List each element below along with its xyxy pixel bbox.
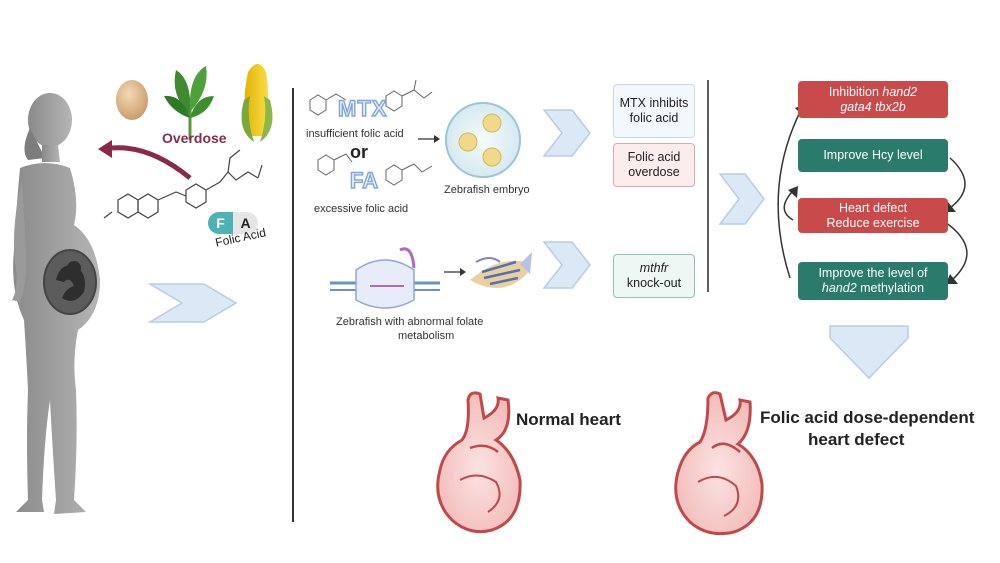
mthfr-knockout-box: mthfr knock-out	[613, 254, 695, 298]
defect-heart-icon	[674, 391, 764, 536]
mtx-inhibits-box: MTX inhibits folic acid	[613, 84, 695, 138]
fa-badge-f: F	[208, 212, 233, 234]
corn-icon	[241, 64, 273, 142]
fa-badge-a: A	[240, 215, 251, 231]
egg-icon	[116, 80, 148, 120]
inhibition-line1: Inhibition hand2	[828, 84, 918, 99]
hcy-label: Improve Hcy level	[823, 148, 923, 162]
or-label: or	[350, 142, 368, 162]
gene-knockout-icon	[330, 247, 440, 309]
feedback-arrow-icon	[777, 111, 968, 281]
abnormal-metabolism-line2: metabolism	[398, 330, 455, 342]
inhibition-box: Inhibition hand2 gata4 tbx2b	[798, 81, 948, 118]
gata4-tbx2b-label: gata4 tbx2b	[840, 99, 906, 114]
fa-structure-icon	[317, 153, 433, 186]
fa-overdose-box: Folic acid overdose	[613, 143, 695, 187]
chevron-arrow-icon	[147, 109, 909, 380]
folic-acid-structure-icon	[103, 149, 263, 219]
hcy-box: Improve Hcy level	[798, 139, 948, 172]
overdose-arrow-icon	[111, 145, 192, 180]
heart-defect-label: Heart defect	[838, 200, 908, 215]
mthfr-label: mthfr	[639, 261, 669, 275]
mtx-structure-icon	[309, 79, 433, 116]
fa-label: FA	[349, 167, 379, 193]
methylation-line2: hand2 methylation	[821, 281, 925, 295]
mtx-label: MTX	[337, 95, 388, 121]
defect-heart-line2: heart defect	[808, 430, 905, 449]
normal-heart-icon	[436, 391, 522, 534]
insufficient-folic-acid-label: insufficient folic acid	[306, 128, 404, 140]
spinach-icon	[164, 66, 214, 140]
fa-overdose-label: Folic acid overdose	[627, 150, 681, 179]
excessive-folic-acid-label: excessive folic acid	[314, 203, 409, 215]
reduce-exercise-label: Reduce exercise	[826, 215, 920, 230]
methylation-line1: Improve the level of	[818, 266, 928, 280]
zebrafish-embryo-label: Zebrafish embryo	[444, 184, 530, 196]
normal-heart-label: Normal heart	[516, 410, 621, 429]
defect-heart-line1: Folic acid dose-dependent	[760, 408, 975, 427]
methylation-box: Improve the level of hand2 methylation	[798, 262, 948, 300]
zebrafish-embryo-dish-icon	[445, 102, 521, 178]
knockout-label: knock-out	[626, 276, 682, 290]
zebrafish-icon	[470, 252, 532, 288]
fa-badge: F A	[208, 212, 258, 234]
heart-defect-box: Heart defect Reduce exercise	[798, 198, 948, 233]
pregnant-woman-icon	[12, 93, 100, 514]
abnormal-metabolism-line1: Zebrafish with abnormal folate	[336, 316, 484, 328]
overdose-label: Overdose	[162, 130, 227, 146]
mtx-inhibits-label: MTX inhibits folic acid	[619, 96, 689, 125]
